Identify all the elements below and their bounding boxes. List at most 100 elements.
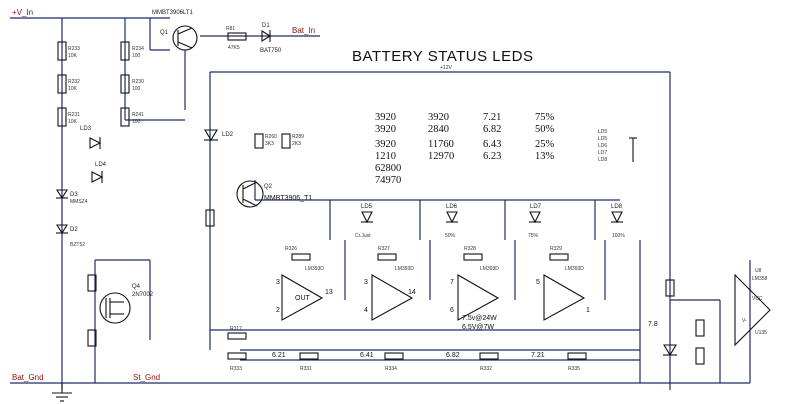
led-ld7: LD7 75% <box>528 204 542 239</box>
pin-label: 14 <box>408 289 416 296</box>
resistor-top-row: R81 47K5 R260 3K3 R289 2K3 R326 R327 R32… <box>226 26 569 261</box>
node-voltage-1: 6.21 <box>272 352 286 359</box>
led-ld2: LD2 <box>204 129 234 142</box>
part-ref: LM393D <box>480 266 499 272</box>
annotation: 6.5V@7W <box>462 324 494 331</box>
right-opamp-block: U8 LM358 VCC V- U135 <box>734 268 771 347</box>
zener-diode-icon <box>663 344 677 357</box>
table-cell: 74970 <box>375 175 401 186</box>
part-ref: R81 <box>226 26 235 32</box>
opamp-4: 5 1 LM393D <box>536 266 590 321</box>
pin-label: 3 <box>276 279 280 286</box>
part-ref: LM393D <box>565 266 584 272</box>
part-ref: D2 <box>70 227 78 233</box>
table-cell: 6.23 <box>483 151 501 162</box>
part-ref: R332 <box>480 366 492 372</box>
part-value: 10K <box>68 53 78 59</box>
led-ld4: LD4 <box>91 162 107 183</box>
legend-item: LD5 <box>598 129 607 135</box>
part-ref: R333 <box>230 366 242 372</box>
node-voltage-3: 6.82 <box>446 352 460 359</box>
part-ref: LD6 <box>446 204 458 210</box>
part-ref: R231 <box>68 112 80 118</box>
part-ref: R328 <box>464 246 476 252</box>
led-ld5: LD5 Cr.Just <box>355 204 373 239</box>
pin-label: 2 <box>276 307 280 314</box>
part-value: 100 <box>132 119 141 125</box>
part-value: 3K3 <box>265 141 274 147</box>
net-label-bat-gnd: Bat_Gnd <box>12 373 44 382</box>
table-cell: 6.43 <box>483 139 501 150</box>
net-label-top-rail: +12V <box>440 65 452 71</box>
pin-label: 6 <box>450 307 454 314</box>
led-ld3: LD3 <box>80 126 102 149</box>
diagram-title: BATTERY STATUS LEDS <box>352 48 534 65</box>
part-ref: LM393D <box>395 266 414 272</box>
table-cell: 62800 <box>375 163 401 174</box>
opamp-3: 7 6 LM393D <box>450 266 499 321</box>
part-ref: LD4 <box>95 162 107 168</box>
part-ref: Q4 <box>132 284 141 290</box>
part-ref: Q2 <box>264 184 273 190</box>
opamp-2: 3 4 14 LM393D <box>364 266 416 321</box>
net-label-v-in: +V_In <box>12 8 33 17</box>
part-ref: R317 <box>230 326 242 332</box>
table-cell: 25% <box>535 139 555 150</box>
pin-label: 4 <box>364 307 368 314</box>
table-cell: 50% <box>535 124 555 135</box>
part-ref: LD8 <box>611 204 623 210</box>
part-ref: R260 <box>265 134 277 140</box>
part-ref: R232 <box>68 79 80 85</box>
legend-item: LD8 <box>598 157 607 163</box>
led-note: Cr.Just <box>355 233 371 239</box>
table-cell: 3920 <box>375 139 396 150</box>
part-ref: LD3 <box>80 126 92 132</box>
annotation: 7.5v@24W <box>462 315 497 322</box>
calculation-table: 3920 3920 7.21 75% 3920 2840 6.82 50% 39… <box>375 112 555 186</box>
led-ld6: LD6 50% <box>445 204 458 239</box>
resistor-icon <box>665 279 675 297</box>
part-ref: R233 <box>68 46 80 52</box>
table-cell: 12970 <box>428 151 454 162</box>
table-cell: 11760 <box>428 139 454 150</box>
part-value: 10K <box>68 119 78 125</box>
legend-item: LD7 <box>598 150 607 156</box>
led-note: 100% <box>612 233 625 239</box>
table-cell: 6.82 <box>483 124 501 135</box>
part-label: U135 <box>755 330 767 336</box>
part-value: 100 <box>132 86 141 92</box>
led-bank-legend: LD5 LD5 LD6 LD7 LD8 <box>598 129 637 163</box>
diode-d1: D1 BAT750 <box>260 23 282 54</box>
part-ref: LD5 <box>361 204 373 210</box>
pin-label: OUT <box>295 295 311 302</box>
ground-icon <box>52 383 72 402</box>
part-ref: R326 <box>285 246 297 252</box>
part-ref: D1 <box>262 23 270 29</box>
legend-item: LD5 <box>598 136 607 142</box>
resistor-icon <box>87 329 97 347</box>
part-label: LM358 <box>752 276 768 282</box>
led-note: 50% <box>445 233 456 239</box>
node-voltage-4: 7.21 <box>531 352 545 359</box>
part-value: 10K <box>68 86 78 92</box>
part-value: MMSZ4 <box>70 199 88 205</box>
led-note: 75% <box>528 233 539 239</box>
part-value: 100 <box>132 53 141 59</box>
pin-label: 7 <box>450 279 454 286</box>
part-ref: R327 <box>378 246 390 252</box>
transistor-q4: Q4 2N7002 <box>99 284 154 324</box>
opamp-1: 3 2 13 OUT LM393D <box>276 266 333 321</box>
part-value: 47K5 <box>228 45 240 51</box>
part-ref: R241 <box>132 112 144 118</box>
table-cell: 2840 <box>428 124 449 135</box>
pin-label: 3 <box>364 279 368 286</box>
part-ref: R335 <box>568 366 580 372</box>
part-value: 2N7002 <box>132 292 154 298</box>
resistor-stack-left: R233 10K R232 10K R231 10K R234 100 R230… <box>57 41 144 127</box>
part-ref: U8 <box>755 268 762 274</box>
part-ref: Q1 <box>160 30 169 36</box>
resistor-bottom-row: R317 R333 R331 R334 R332 R335 <box>227 326 587 372</box>
table-cell: 1210 <box>375 151 396 162</box>
part-value: MMBT3906LT1 <box>152 10 194 16</box>
